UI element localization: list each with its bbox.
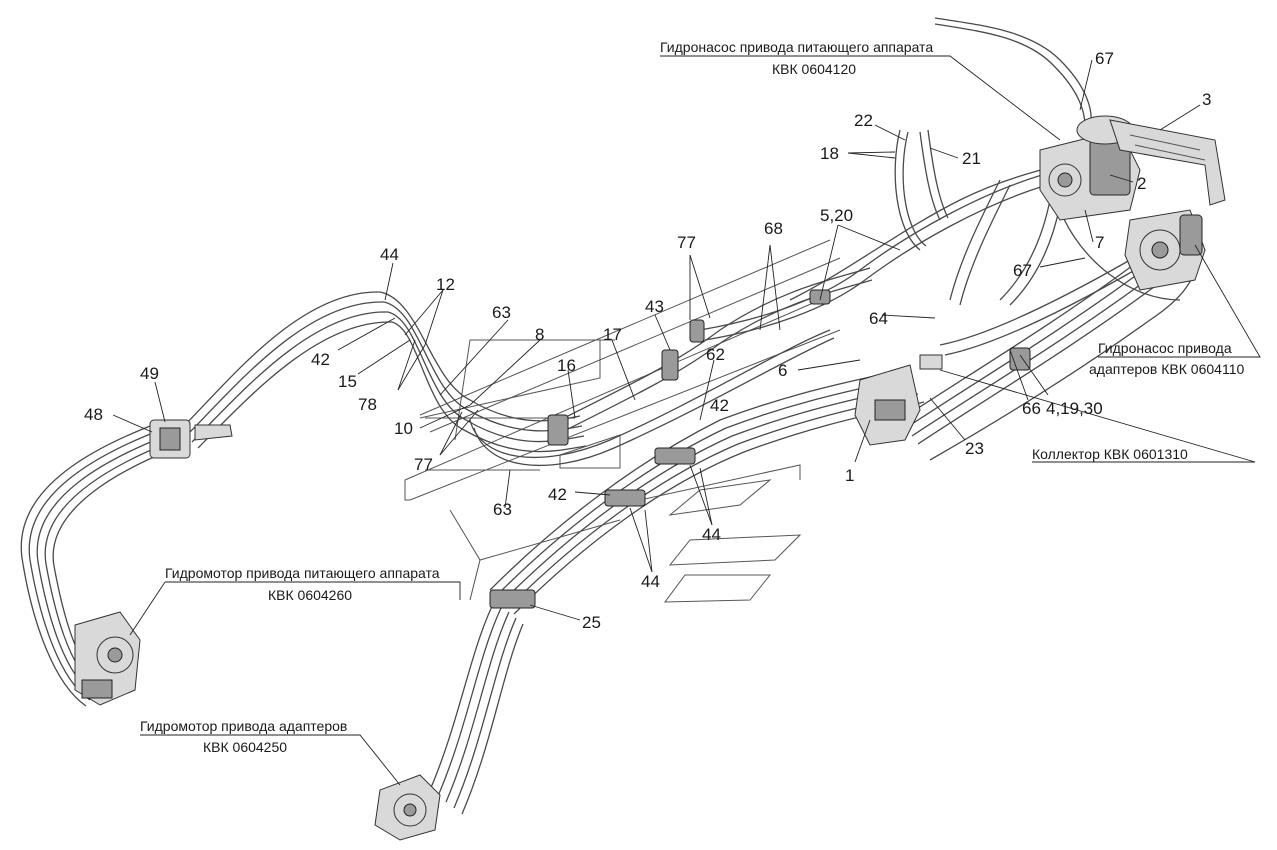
callout-77a: 77 [677,233,696,252]
callout-62: 62 [706,345,725,364]
callout-64: 64 [869,309,888,328]
caption-collector: Коллектор КВК 0601310 [1032,446,1188,462]
callout-1: 1 [845,466,854,485]
component-captions: Гидронасос привода питающего аппарата КВ… [140,39,1244,755]
callout-66: 66 [1022,399,1041,418]
collector [854,354,943,446]
callout-44c: 44 [641,572,660,591]
callout-77b: 77 [414,455,433,474]
callout-67b: 67 [1013,261,1032,280]
caption-pump-adapters-line2: адаптеров КВК 0604110 [1089,361,1244,377]
callout-44b: 44 [702,525,721,544]
callout-22: 22 [854,111,873,130]
callout-63b: 63 [493,500,512,519]
callout-7: 7 [1095,233,1104,252]
callout-numbers: 67 3 22 18 21 2 7 67 5,20 77 68 44 12 63… [84,49,1211,632]
coupling-49-48 [149,419,233,459]
callout-42b: 42 [710,396,729,415]
callout-42a: 42 [311,350,330,369]
callout-44a: 44 [380,245,399,264]
callout-15: 15 [338,372,357,391]
callout-12: 12 [436,275,455,294]
callout-43: 43 [645,297,664,316]
hose-clamps [489,289,1031,609]
callout-2: 2 [1137,174,1146,193]
callout-4-19-30: 4,19,30 [1046,399,1103,418]
leader-lines [112,55,1261,786]
caption-motor-feeder-line1: Гидромотор привода питающего аппарата [165,565,440,581]
motor-feeder [74,611,141,706]
callout-17: 17 [603,325,622,344]
callout-42c: 42 [548,485,567,504]
caption-motor-adapters-line1: Гидромотор привода адаптеров [140,718,347,734]
callout-3: 3 [1202,90,1211,109]
callout-63a: 63 [492,303,511,322]
caption-motor-feeder-line2: КВК 0604260 [268,587,352,603]
motor-adapters [374,774,441,841]
callout-25: 25 [582,613,601,632]
callout-48: 48 [84,405,103,424]
hose-bundle-left [20,267,873,707]
callout-18: 18 [820,144,839,163]
callout-16: 16 [557,356,576,375]
callout-21: 21 [962,149,981,168]
callout-5-20: 5,20 [820,206,853,225]
caption-motor-adapters-line2: КВК 0604250 [203,739,287,755]
caption-pump-adapters-line1: Гидронасос привода [1098,340,1232,356]
callout-6: 6 [778,361,787,380]
mounting-bracket [1109,119,1226,206]
callout-68: 68 [764,219,783,238]
hose-top-loop [894,17,1092,251]
callout-78: 78 [358,395,377,414]
callout-67a: 67 [1095,49,1114,68]
caption-pump-feeder-line2: КВК 0604120 [772,61,856,77]
callout-49: 49 [140,364,159,383]
callout-23: 23 [965,439,984,458]
callout-8: 8 [535,325,544,344]
hose-bundle-lower [429,599,524,815]
callout-10: 10 [394,419,413,438]
caption-pump-feeder-line1: Гидронасос привода питающего аппарата [660,39,933,55]
pump-adapters [1124,209,1206,291]
